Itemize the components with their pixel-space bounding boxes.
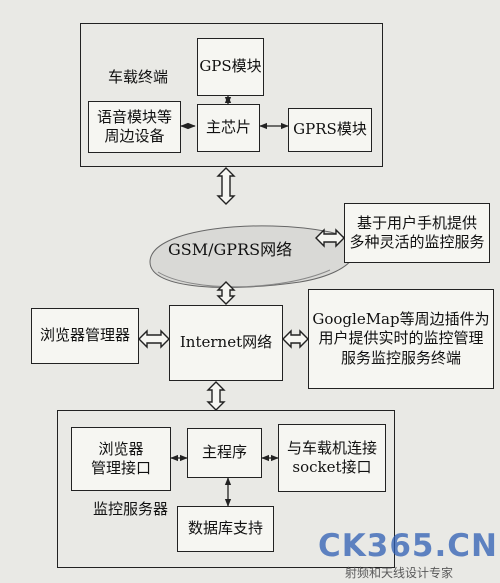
double-arrow-browser-internet <box>138 329 170 349</box>
double-arrow-internet-server <box>206 381 226 411</box>
server-internal-links <box>170 454 279 507</box>
browser-manager-box: 浏览器管理器 <box>31 308 139 364</box>
vehicle-terminal-label: 车载终端 <box>108 68 169 86</box>
database-box: 数据库支持 <box>177 506 274 552</box>
monitor-server-label: 监控服务器 <box>93 500 169 518</box>
gprs-module-box: GPRS模块 <box>288 108 372 152</box>
socket-interface-text: 与车载机连接 socket接口 <box>286 438 377 477</box>
voice-module-text: 语音模块等 周边设备 <box>96 107 172 146</box>
watermark-logo: CK365.CN <box>318 528 498 564</box>
main-program-text: 主程序 <box>201 443 247 462</box>
gsm-network-label: GSM/GPRS网络 <box>168 240 293 259</box>
double-arrow-gsm-internet <box>216 281 236 305</box>
double-arrow-terminal-gsm <box>216 167 236 205</box>
socket-interface-box: 与车载机连接 socket接口 <box>278 424 386 492</box>
main-chip-text: 主芯片 <box>205 118 251 137</box>
mobile-service-box: 基于用户手机提供 多种灵活的监控服务 <box>344 203 490 263</box>
browser-manager-text: 浏览器管理器 <box>39 326 130 345</box>
main-chip-box: 主芯片 <box>197 104 260 152</box>
gps-module-text: GPS模块 <box>199 57 262 76</box>
browser-interface-box: 浏览器 管理接口 <box>71 427 171 491</box>
double-arrow-internet-googlemap <box>282 329 309 349</box>
gprs-module-text: GPRS模块 <box>293 120 367 139</box>
monitor-server-frame <box>57 410 395 568</box>
browser-interface-text: 浏览器 管理接口 <box>90 439 151 478</box>
database-text: 数据库支持 <box>187 519 263 538</box>
internet-text: Internet网络 <box>179 333 273 352</box>
mobile-service-text: 基于用户手机提供 多种灵活的监控服务 <box>349 213 485 252</box>
voice-module-box: 语音模块等 周边设备 <box>88 101 181 153</box>
main-program-box: 主程序 <box>187 428 262 478</box>
googlemap-service-box: GoogleMap等周边插件为 用户提供实时的监控管理 服务监控服务终端 <box>308 289 494 389</box>
vehicle-internal-links <box>180 95 289 130</box>
gps-module-box: GPS模块 <box>197 38 264 96</box>
watermark-tagline: 射频和天线设计专家 <box>345 566 454 580</box>
vehicle-terminal-frame <box>80 23 383 167</box>
googlemap-service-text: GoogleMap等周边插件为 用户提供实时的监控管理 服务监控服务终端 <box>312 309 490 367</box>
internet-box: Internet网络 <box>169 305 283 381</box>
